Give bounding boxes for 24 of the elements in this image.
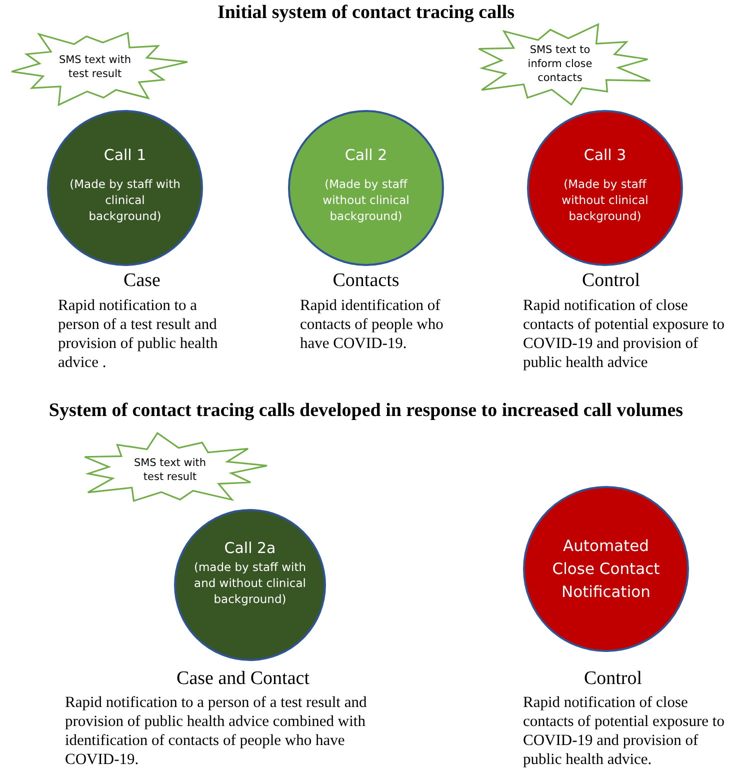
- description-text: Rapid notification to a person of a test result and provision of public health advice .: [58, 296, 219, 372]
- section-heading: Initial system of contact tracing calls: [216, 2, 516, 24]
- call-title: Automated Close Contact Notification: [551, 536, 661, 602]
- call-title: Call 1: [104, 146, 146, 164]
- description-text: Rapid notification of close contacts of potential exposure to COVID-19 and provision of public health advice.: [523, 693, 726, 768]
- category-heading: Case and Contact: [176, 668, 310, 690]
- category-heading: Case: [124, 270, 160, 292]
- staff-note: (made by staff with and without clinical background): [192, 559, 308, 607]
- staff-note: (Made by staff without clinical background): [322, 176, 410, 224]
- callout-text: SMS text to inform close contacts: [526, 43, 594, 85]
- staff-note: (Made by staff without clinical background): [560, 176, 650, 224]
- description-text: Rapid notification to a person of a test result and provision of public health advice combined with identification of contacts of people who have COVID-19.: [65, 693, 368, 768]
- callout-text: SMS text with test result: [132, 456, 208, 484]
- category-heading: Control: [584, 668, 642, 690]
- call-title: Call 3: [584, 146, 626, 164]
- description-text: Rapid notification of close contacts of potential exposure to COVID-19 and provision of public health advice: [523, 296, 726, 372]
- call-title: Call 2a: [224, 539, 276, 557]
- section-heading: System of contact tracing calls developed in response to increased call volumes: [48, 400, 684, 422]
- callout-text: SMS text with test result: [58, 53, 132, 81]
- call-title: Call 2: [344, 146, 388, 164]
- staff-note: (Made by staff with clinical background): [68, 176, 182, 224]
- category-heading: Control: [582, 270, 640, 292]
- description-text: Rapid identification of contacts of people who have COVID-19.: [300, 296, 444, 353]
- category-heading: Contacts: [332, 270, 400, 292]
